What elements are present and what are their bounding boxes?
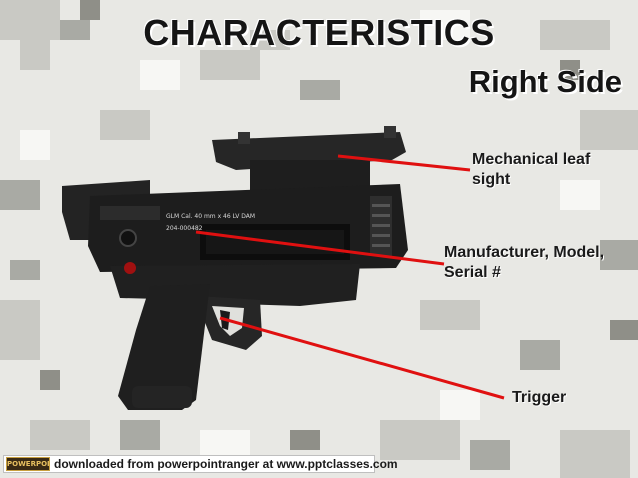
powerpoint-ranger-logo: POWERPOINT RANGER (6, 457, 50, 471)
selector-knob (119, 229, 137, 247)
footer-banner[interactable]: POWERPOINT RANGER downloaded from powerp… (3, 455, 398, 473)
label-trigger: Trigger (512, 389, 567, 406)
pistol-grip (118, 284, 210, 410)
arrow-manufacturer (195, 230, 445, 266)
slide-title: CHARACTERISTICS (143, 12, 495, 53)
label-manufacturer: Manufacturer, Model, Serial # (444, 244, 605, 281)
footer-text[interactable]: downloaded from powerpointranger at www.… (54, 457, 398, 471)
arrow-sight (337, 154, 471, 172)
marking-line1: GLM Cal. 40 mm x 46 LV DAM (166, 213, 255, 220)
marking-line2: 204-000482 (166, 225, 203, 232)
label-mechanical-leaf-sight: Mechanical leaf sight (472, 151, 591, 188)
slide-subtitle: Right Side (468, 64, 622, 99)
callout-arrows (195, 154, 505, 400)
arrow-trigger (219, 316, 505, 400)
